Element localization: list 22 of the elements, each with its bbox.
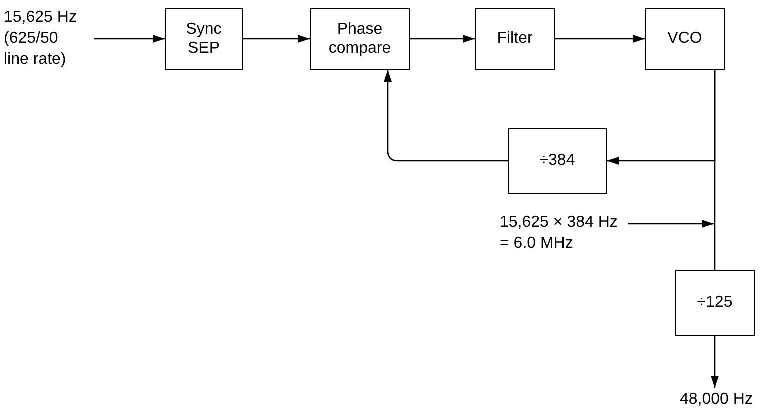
signal-label: 15,625 × 384 Hz = 6.0 MHz (500, 213, 626, 255)
block-label: VCO (668, 29, 702, 49)
block-box (508, 128, 607, 194)
block-label: Phase compare (328, 20, 392, 58)
signal-label: 48,000 Hz (680, 390, 770, 411)
arrow (555, 35, 645, 43)
block-label: Filter (497, 29, 533, 49)
signal-label: 15,625 Hz (625/50 line rate) (4, 8, 78, 70)
arrow (94, 35, 165, 43)
block-box (675, 270, 755, 336)
block-label: ÷125 (697, 293, 733, 313)
block-box (165, 8, 243, 70)
block-label: Sync SEP (185, 20, 223, 58)
block-box (645, 8, 725, 70)
arrow (243, 35, 310, 43)
block-box (310, 8, 410, 70)
block-box (475, 8, 555, 70)
arrow (384, 70, 508, 162)
leader-arrow (628, 220, 714, 228)
block-label: ÷384 (540, 151, 576, 171)
arrow (410, 35, 475, 43)
arrow (711, 336, 719, 388)
